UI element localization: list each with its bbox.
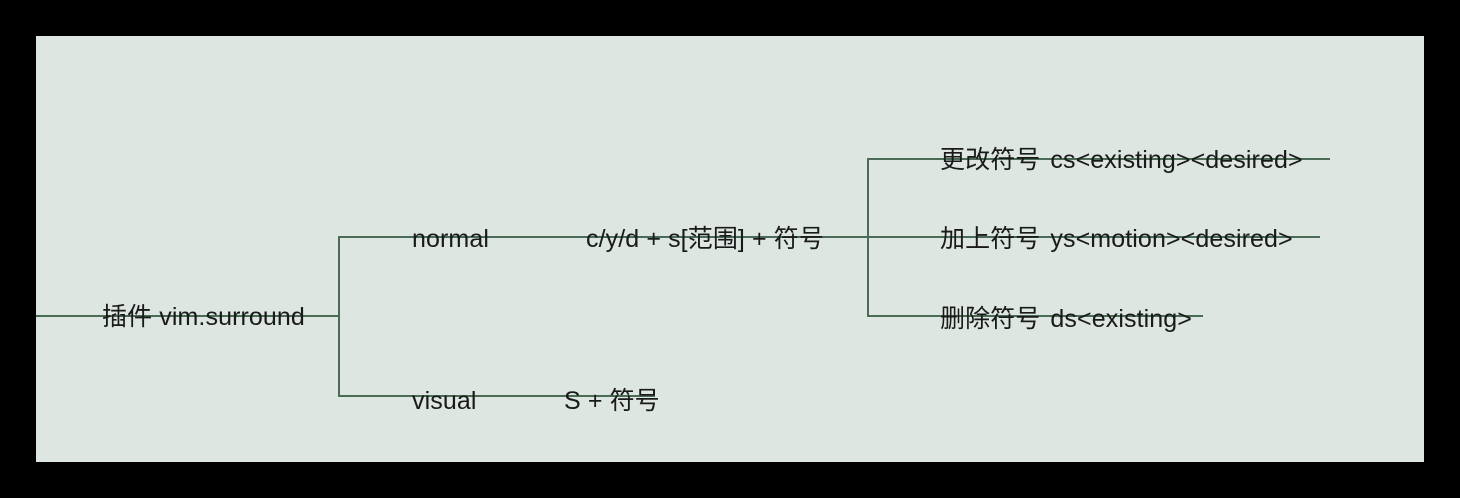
delete-leaf-underline — [867, 315, 1203, 317]
root-underline — [36, 315, 338, 317]
visual-mode-syntax: S + 符号 — [564, 387, 660, 415]
node-root[interactable]: 插件 vim.surround — [102, 303, 305, 332]
delete-surround-label: 删除符号 — [940, 305, 1041, 333]
normal-branch-underline — [338, 236, 867, 238]
visual-branch-underline — [338, 395, 655, 397]
node-visual-mode[interactable]: visual S + 符号 — [412, 387, 660, 416]
normal-mode-label: normal — [412, 225, 490, 253]
node-change-surround[interactable]: 更改符号 cs<existing><desired> — [940, 146, 1303, 175]
change-surround-label: 更改符号 — [940, 146, 1041, 174]
visual-mode-label: visual — [412, 387, 477, 415]
node-add-surround[interactable]: 加上符号 ys<motion><desired> — [940, 225, 1293, 254]
change-leaf-underline — [867, 158, 1330, 160]
level2-connector — [338, 236, 340, 395]
root-label: 插件 vim.surround — [102, 303, 305, 331]
node-normal-mode[interactable]: normal c/y/d + s[范围] + 符号 — [412, 225, 824, 254]
add-surround-label: 加上符号 — [940, 225, 1041, 253]
mindmap-panel: 插件 vim.surround normal c/y/d + s[范围] + 符号… — [36, 36, 1424, 462]
add-surround-command: ys<motion><desired> — [1050, 225, 1293, 253]
normal-mode-syntax: c/y/d + s[范围] + 符号 — [586, 225, 824, 253]
add-leaf-underline — [867, 236, 1320, 238]
node-delete-surround[interactable]: 删除符号 ds<existing> — [940, 305, 1192, 334]
change-surround-command: cs<existing><desired> — [1050, 146, 1303, 174]
delete-surround-command: ds<existing> — [1050, 305, 1192, 333]
